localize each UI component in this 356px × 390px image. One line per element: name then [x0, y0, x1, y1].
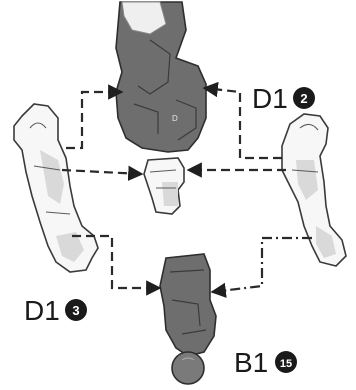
upper-dark-part: D — [115, 1, 207, 153]
arrow-left-to-upper — [66, 84, 124, 150]
label-d1-2-number: 2 — [300, 91, 307, 106]
label-d1-2-code: D1 — [252, 83, 288, 114]
label-d1-3-code: D1 — [24, 295, 60, 326]
arrow-right-to-lower — [210, 236, 312, 298]
lower-dark-part — [159, 253, 217, 385]
assembly-arrows — [61, 81, 312, 298]
label-d1-3: D1 3 — [24, 295, 87, 326]
label-d1-3-badge — [65, 299, 87, 321]
left-white-part — [13, 103, 99, 273]
label-d1-2: D1 2 — [252, 83, 315, 114]
arrow-left-to-lower — [72, 234, 162, 296]
label-b1-15-number: 15 — [280, 358, 292, 370]
right-white-part — [281, 113, 347, 267]
label-b1-15-code: B1 — [234, 347, 268, 378]
label-d1-2-badge — [293, 87, 315, 109]
label-b1-15-badge — [275, 351, 297, 373]
arrow-right-to-upper — [202, 81, 282, 160]
label-b1-15: B1 15 — [234, 347, 297, 378]
ball-joint-part — [171, 351, 205, 385]
middle-joint-part — [143, 157, 185, 215]
label-d1-3-number: 3 — [72, 303, 79, 318]
arrow-left-to-middle — [61, 165, 144, 181]
sprue-marking: D — [172, 114, 178, 123]
